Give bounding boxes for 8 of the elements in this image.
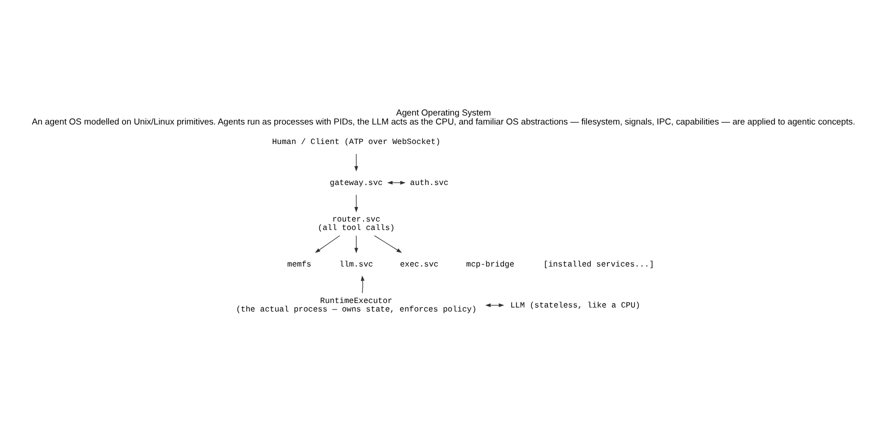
arrow bbox=[314, 235, 340, 253]
diagram-title: Agent Operating System bbox=[396, 107, 491, 118]
caption: An agent OS modelled on Unix/Linux primitives. Agents run as processes with PIDs, the LLM acts as the CPU, and familiar OS abstractions — filesystem, signals, IPC, capabilities — are applied to agentic concepts. bbox=[32, 116, 856, 127]
arrow bbox=[354, 154, 358, 172]
arrow bbox=[374, 235, 402, 253]
arrow bbox=[360, 276, 365, 294]
arrow bbox=[354, 235, 358, 254]
arrow bbox=[354, 194, 358, 212]
